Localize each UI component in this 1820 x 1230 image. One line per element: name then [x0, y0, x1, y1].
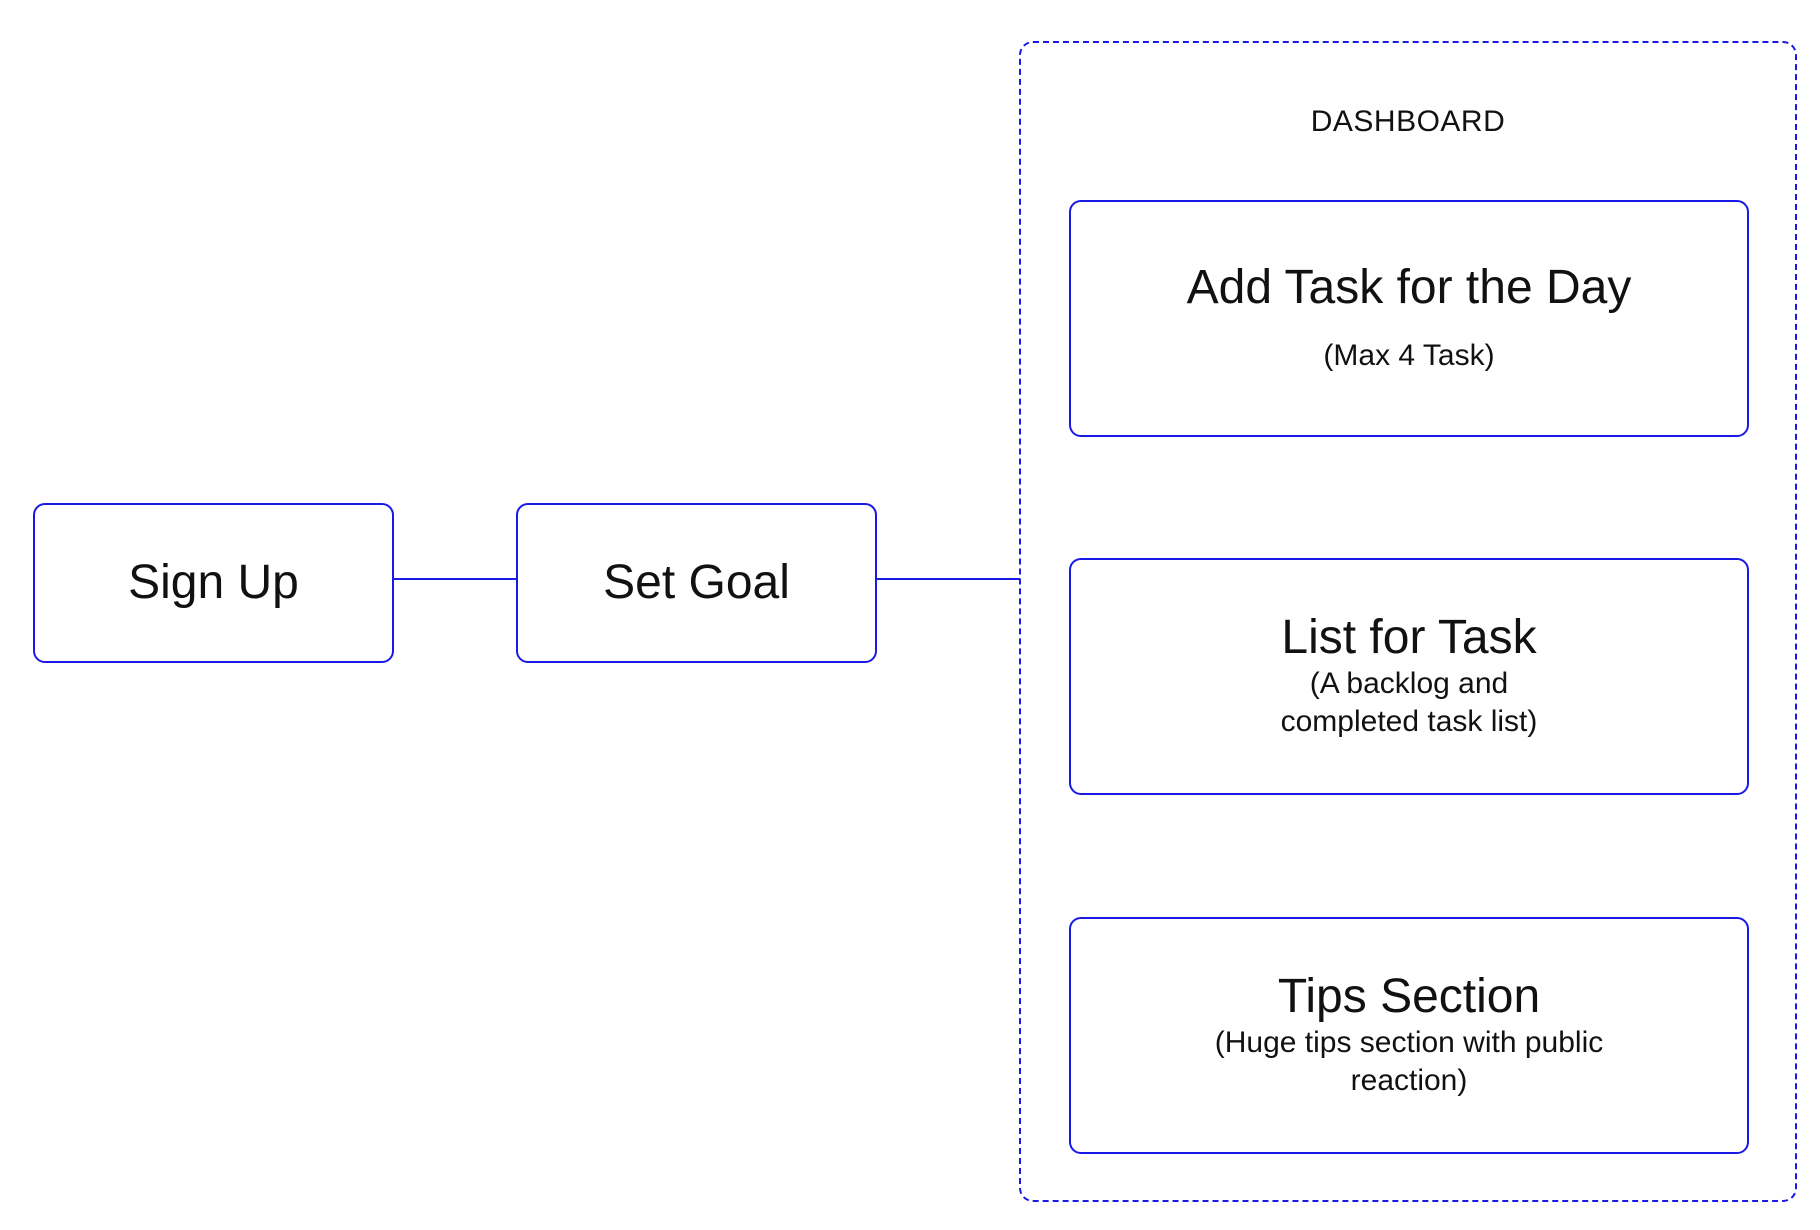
set-goal-label: Set Goal — [603, 556, 790, 610]
task-list-subtitle: (A backlog and completed task list) — [1280, 666, 1538, 738]
task-list-title: List for Task — [1281, 610, 1537, 664]
sign-up-label: Sign Up — [128, 556, 299, 610]
dashboard-group: DASHBOARD — [1019, 41, 1797, 1202]
dashboard-label: DASHBOARD — [1310, 105, 1506, 138]
tips-section-card[interactable]: Tips Section (Huge tips section with pub… — [1069, 917, 1749, 1154]
add-task-title: Add Task for the Day — [1186, 260, 1632, 314]
task-list-card[interactable]: List for Task (A backlog and completed t… — [1069, 558, 1749, 795]
add-task-card[interactable]: Add Task for the Day (Max 4 Task) — [1069, 200, 1749, 437]
add-task-subtitle: (Max 4 Task) — [1323, 338, 1495, 372]
sign-up-node[interactable]: Sign Up — [33, 503, 394, 663]
connector-setgoal-dashboard — [876, 578, 1020, 580]
connector-signup-setgoal — [394, 578, 516, 580]
tips-section-subtitle: (Huge tips section with public reaction) — [1214, 1025, 1604, 1097]
set-goal-node[interactable]: Set Goal — [516, 503, 877, 663]
tips-section-title: Tips Section — [1277, 969, 1541, 1023]
